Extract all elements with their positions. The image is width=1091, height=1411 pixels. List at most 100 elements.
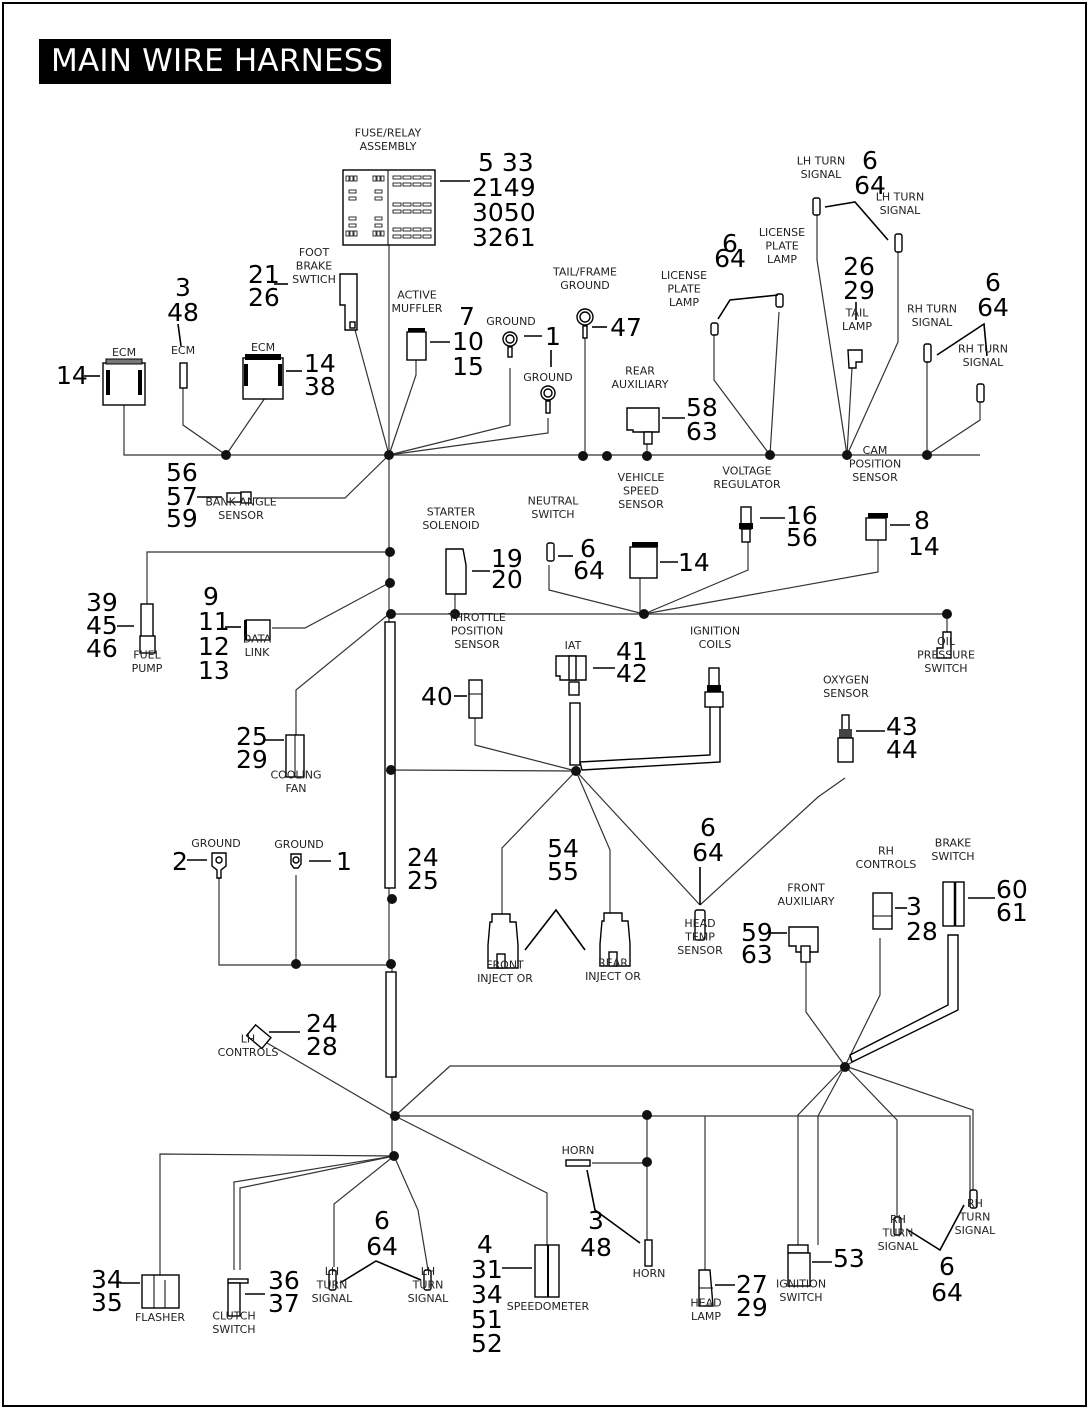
speedometer-ref-number: 34: [471, 1280, 503, 1309]
flasher-ref-number: 35: [91, 1288, 123, 1317]
clutch-switch-label: SWITCH: [212, 1323, 255, 1336]
neutral-switch-label: SWITCH: [531, 508, 574, 521]
cooling-fan-connector-icon: [285, 734, 305, 778]
rh-controls-label: RH: [878, 845, 894, 858]
throttle-position-ref-number: 40: [421, 682, 453, 711]
rh-controls-connector-icon: [872, 892, 893, 930]
ecm-small-label: ECM: [171, 344, 195, 357]
iat-connector-icon: [555, 655, 587, 696]
rh-controls-ref-number: 3: [906, 892, 922, 921]
rh-turn-front-ref-number: 64: [931, 1278, 963, 1307]
splices: [221, 450, 952, 1167]
lh-turn-front-label: TURN: [316, 1279, 348, 1292]
foot-brake-label: BRAKE: [296, 260, 332, 273]
license-plate-lamps-ref-number: 64: [714, 244, 746, 273]
oxygen-sensor-ref-number: 43: [886, 712, 918, 741]
iat-label: IAT: [565, 639, 582, 652]
tail-lamp-label: LAMP: [842, 320, 872, 333]
bank-angle-label: SENSOR: [218, 509, 264, 522]
active-muffler-label: MUFFLER: [392, 302, 443, 315]
starter-solenoid-label: SOLENOID: [422, 519, 479, 532]
tail-frame-ground-label: GROUND: [560, 279, 610, 292]
oil-pressure-label: OIL: [937, 635, 956, 648]
data-link-label: LINK: [245, 646, 271, 659]
oxygen-sensor-label: SENSOR: [823, 687, 869, 700]
splice-dot: [390, 1111, 400, 1121]
rh-turn-front-label: TURN: [882, 1227, 914, 1240]
oxygen-sensor-ref-number: 44: [886, 735, 918, 764]
fuse-relay-ref-number: 3050: [472, 198, 536, 227]
rh-turn-front-label: TURN: [959, 1211, 991, 1224]
lh-turn-front-label: LH: [325, 1265, 339, 1278]
speedometer-ref-number: 52: [471, 1329, 503, 1358]
ecm-right-ref-number: 38: [304, 372, 336, 401]
bank-angle-sensor-icon: [226, 491, 252, 504]
brake-switch-label: SWITCH: [931, 850, 974, 863]
bank-angle-ref-number: 56: [166, 458, 198, 487]
page-title: MAIN WIRE HARNESS: [39, 39, 391, 84]
fuse-relay-box-icon: [342, 169, 436, 246]
oxygen-sensor-label: OXYGEN: [823, 674, 869, 687]
lh-turn-front-ref-number: 6: [374, 1206, 390, 1235]
fuse-relay-label: FUSE/RELAY: [355, 127, 422, 140]
splice-dot: [291, 959, 301, 969]
injectors-label: FRONT: [486, 959, 524, 972]
ecm-left-connector-icon: [102, 358, 146, 406]
iat-ref-number: 41: [616, 637, 648, 666]
lh-controls-label: CONTROLS: [218, 1046, 279, 1059]
speedometer-icon: [534, 1244, 560, 1298]
rear-auxiliary-label: AUXILIARY: [612, 378, 669, 391]
brake-switch-ref-number: 61: [996, 898, 1028, 927]
rear-auxiliary-ref-number: 58: [686, 393, 718, 422]
horn-ref-number: 48: [580, 1233, 612, 1262]
lh-turn-rear-ref-number: 6: [862, 146, 878, 175]
lh-turn-signal-connector-icon: [894, 233, 903, 253]
lh-controls-label: LH: [241, 1033, 255, 1046]
splice-dot: [642, 1157, 652, 1167]
neutral-switch-ref-number: 64: [573, 556, 605, 585]
flasher-icon: [141, 1274, 180, 1309]
connectors: [102, 169, 985, 1317]
rh-turn-front-label: RH: [967, 1197, 983, 1210]
injectors-label: REAR: [598, 957, 628, 970]
splice-dot: [221, 450, 231, 460]
splice-dot: [386, 959, 396, 969]
tail-frame-ground-ref-number: 47: [610, 313, 642, 342]
license-plate-lamps-ref-number: 6: [722, 229, 738, 258]
cam-position-label: SENSOR: [852, 471, 898, 484]
cam-position-sensor-icon: [865, 513, 888, 541]
voltage-regulator-label: VOLTAGE: [722, 465, 771, 478]
vehicle-speed-ref-number: 14: [678, 548, 710, 577]
injectors-ref-number: 54: [547, 834, 579, 863]
ignition-switch-ref-number: 53: [833, 1244, 865, 1273]
splice-dot: [922, 450, 932, 460]
foot-brake-switch-icon: [339, 273, 358, 331]
cooling-fan-ref-number: 25: [236, 722, 268, 751]
foot-brake-ref-number: 21: [248, 260, 280, 289]
ecm-right-connector-icon: [242, 354, 284, 400]
injectors-ref-number: 55: [547, 857, 579, 886]
oxygen-sensor-icon: [837, 714, 854, 763]
license-plate-lamp-connector-icon: [710, 322, 719, 336]
clutch-switch-icon: [227, 1278, 249, 1317]
tail-frame-ground-ring-icon: [576, 308, 594, 339]
ground-ring-icon: [540, 385, 556, 414]
head-lamp-label: LAMP: [691, 1310, 721, 1323]
head-lamp-label: HEAD: [690, 1297, 721, 1310]
rh-turn-rear-label: RH TURN: [907, 303, 957, 316]
cooling-fan-label: FAN: [285, 782, 306, 795]
tail-lamp-ref-number: 26: [843, 252, 875, 281]
front-auxiliary-ref-number: 63: [741, 940, 773, 969]
neutral-switch-ref-number: 6: [580, 534, 596, 563]
data-link-connector-icon: [244, 619, 271, 641]
speedometer-label: SPEEDOMETER: [507, 1300, 590, 1313]
brake-switch-label: BRAKE: [935, 837, 971, 850]
splice-dot: [384, 450, 394, 460]
lh-turn-rear-ref-number: 64: [854, 171, 886, 200]
ignition-coils-icon: [704, 667, 724, 708]
lh-turn-rear-label: SIGNAL: [880, 204, 922, 217]
head-temp-ref-number: 6: [700, 813, 716, 842]
speedometer-ref-number: 31: [471, 1255, 503, 1284]
